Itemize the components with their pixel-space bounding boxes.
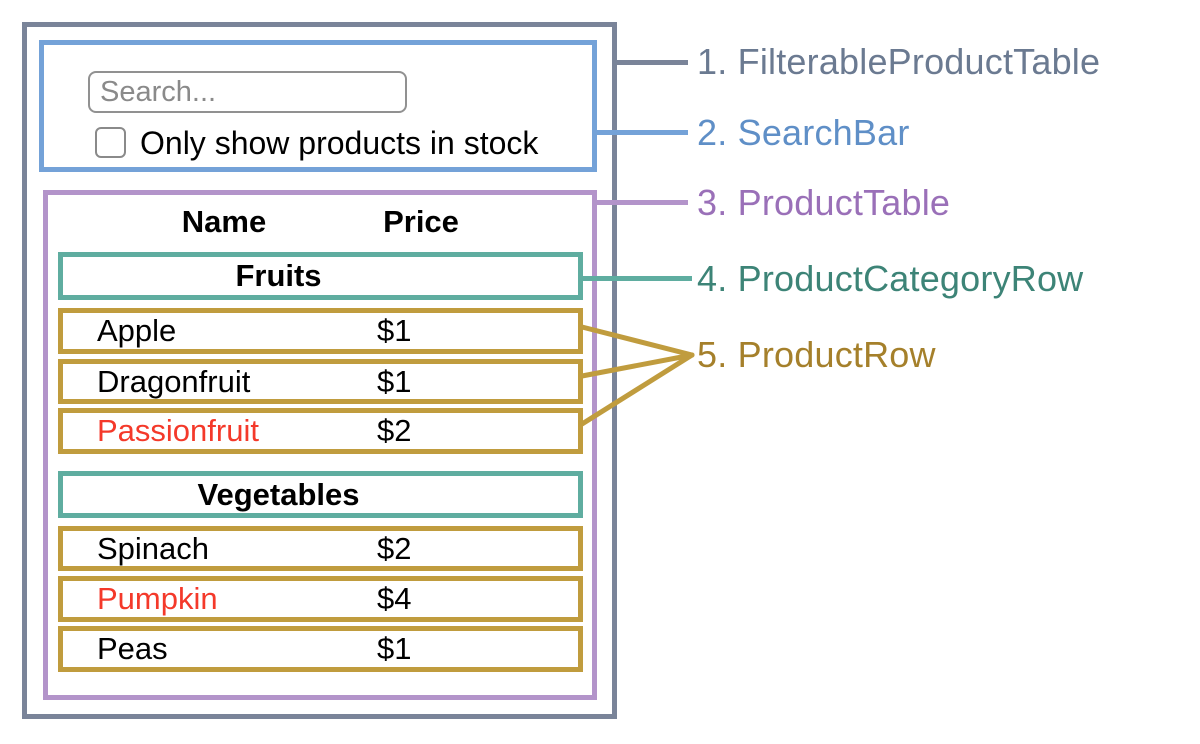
- product-name-out-of-stock: Passionfruit: [97, 413, 259, 448]
- legend-item-product-row: 5. ProductRow: [697, 334, 936, 375]
- product-row-apple: Apple $1: [58, 308, 583, 354]
- connector-line-product-table: [592, 200, 688, 205]
- in-stock-checkbox-label[interactable]: Only show products in stock: [140, 125, 539, 161]
- legend-item-filterable-product-table: 1. FilterableProductTable: [697, 41, 1101, 82]
- search-input[interactable]: [88, 71, 407, 113]
- category-label: Fruits: [235, 258, 322, 293]
- product-row-spinach: Spinach $2: [58, 526, 583, 571]
- product-category-row-fruits: Fruits: [58, 252, 583, 300]
- in-stock-checkbox[interactable]: [95, 127, 126, 158]
- column-header-name: Name: [181, 204, 267, 239]
- product-category-row-vegetables: Vegetables: [58, 471, 583, 518]
- product-price: $1: [377, 313, 412, 348]
- legend-item-search-bar: 2. SearchBar: [697, 112, 910, 153]
- product-price: $1: [377, 631, 412, 666]
- product-name: Peas: [97, 631, 168, 666]
- product-price: $1: [377, 363, 412, 399]
- product-name: Apple: [97, 313, 177, 348]
- connector-line-search-bar: [592, 130, 688, 135]
- product-price: $2: [377, 413, 412, 448]
- connector-fan-product-rows: [579, 324, 695, 427]
- product-row-passionfruit: Passionfruit $2: [58, 408, 583, 454]
- product-name-out-of-stock: Pumpkin: [97, 581, 218, 616]
- product-name: Spinach: [97, 530, 210, 566]
- product-name: Dragonfruit: [97, 363, 251, 399]
- legend-item-product-table: 3. ProductTable: [697, 182, 951, 223]
- connector-line-filterable-product-table: [612, 60, 688, 65]
- product-row-dragonfruit: Dragonfruit $1: [58, 359, 583, 404]
- product-row-pumpkin: Pumpkin $4: [58, 576, 583, 622]
- product-price: $4: [377, 581, 412, 616]
- legend-item-product-category-row: 4. ProductCategoryRow: [697, 258, 1084, 299]
- column-header-price: Price: [383, 204, 459, 239]
- product-row-peas: Peas $1: [58, 626, 583, 672]
- category-label: Vegetables: [197, 476, 360, 512]
- connector-line-product-category-row: [578, 276, 692, 281]
- product-price: $2: [377, 530, 412, 566]
